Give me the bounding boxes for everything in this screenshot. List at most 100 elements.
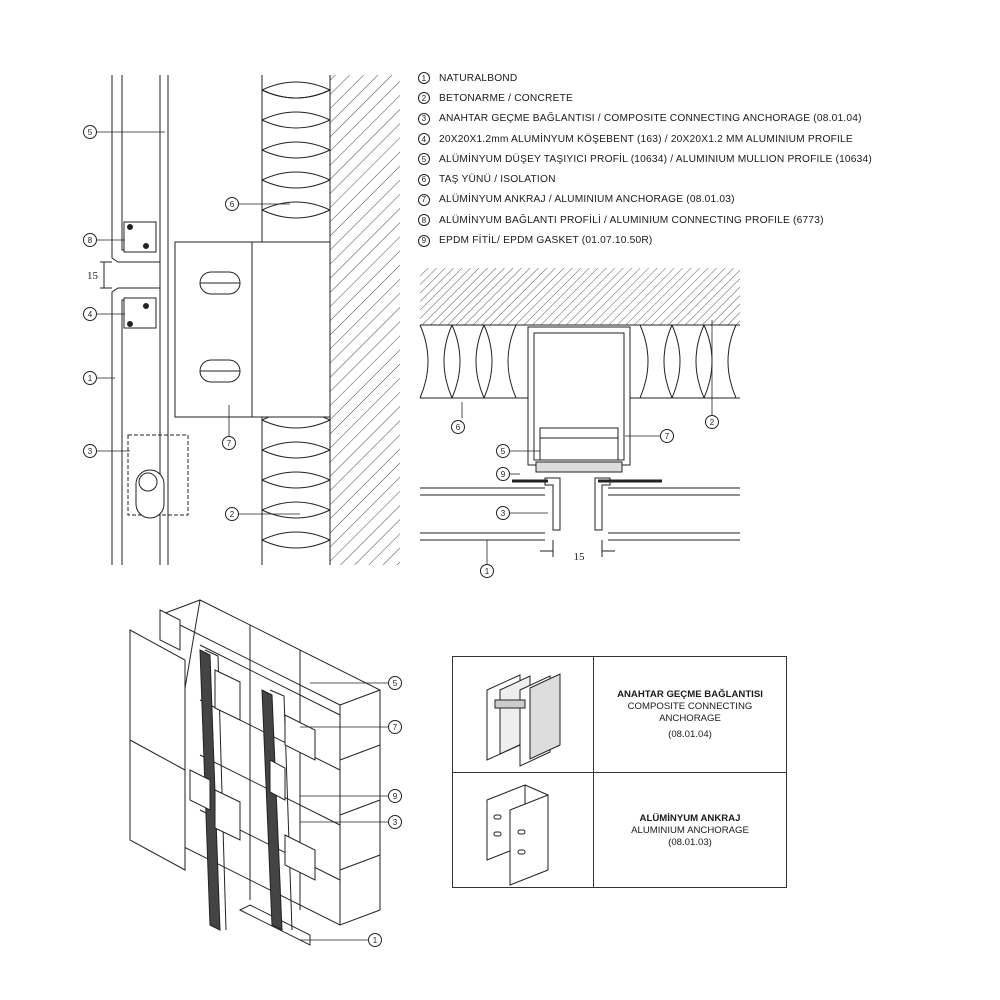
callout-number: 6 — [456, 423, 461, 432]
composite-anchorage-image — [486, 673, 561, 767]
row2-title: ALÜMİNYUM ANKRAJ — [639, 812, 741, 824]
naturalbond-panel-axo — [129, 629, 186, 871]
axonometric-detail — [129, 599, 381, 946]
composite-anchorage-label: ANAHTAR GEÇME BAĞLANTISI COMPOSITE CONNE… — [594, 657, 786, 772]
row1-title: ANAHTAR GEÇME BAĞLANTISI — [617, 688, 763, 700]
callout-number: 7 — [393, 723, 398, 732]
legend-item: 9 EPDM FİTİL/ EPDM GASKET (01.07.10.50R) — [418, 230, 918, 250]
section-callouts — [97, 131, 300, 515]
callout-number: 4 — [88, 310, 93, 319]
aluminium-anchorage-label: ALÜMİNYUM ANKRAJ ALUMINIUM ANCHORAGE (08… — [594, 773, 786, 888]
legend-text: ANAHTAR GEÇME BAĞLANTISI / COMPOSITE CON… — [439, 113, 862, 125]
legend-item: 3 ANAHTAR GEÇME BAĞLANTISI / COMPOSITE CO… — [418, 109, 918, 129]
section-callout-bubbles: 5 8 4 1 3 6 7 2 — [83, 125, 239, 521]
naturalbond-panel-section — [111, 75, 161, 565]
callout-circle — [225, 507, 239, 521]
plan-detail: 15 — [419, 268, 740, 563]
axo-callout-bubbles: 5 7 9 3 1 — [368, 676, 402, 947]
legend-text: ALÜMİNYUM DÜŞEY TAŞIYICI PROFİL (10634) … — [439, 153, 872, 165]
axo-callouts — [300, 682, 388, 941]
callout-circle — [83, 444, 97, 458]
callout-circle — [705, 415, 719, 429]
callout-number: 7 — [665, 432, 670, 441]
legend-item: 1 NATURALBOND — [418, 68, 918, 88]
callout-number: 3 — [88, 447, 93, 456]
callout-number: 2 — [710, 418, 715, 427]
concrete-wall — [330, 75, 400, 565]
callout-number: 9 — [393, 792, 398, 801]
reference-table: ANAHTAR GEÇME BAĞLANTISI COMPOSITE CONNE… — [452, 656, 787, 888]
section-dimension: 15 — [87, 270, 99, 282]
callout-number: 3 — [393, 818, 398, 827]
callout-circle — [660, 429, 674, 443]
row1-code: (08.01.04) — [668, 728, 712, 740]
callout-number: 9 — [501, 470, 506, 479]
legend-text: NATURALBOND — [439, 72, 518, 84]
section-detail: 15 — [87, 75, 400, 565]
legend-number: 7 — [418, 193, 430, 206]
callout-circle — [496, 467, 510, 481]
mullion-profile-plan — [527, 326, 631, 466]
legend-number: 8 — [418, 214, 430, 227]
callout-circle — [222, 436, 236, 450]
row1-line2: ANCHORAGE — [659, 712, 721, 724]
legend-text: BETONARME / CONCRETE — [439, 92, 573, 104]
legend-number: 2 — [418, 92, 430, 105]
legend-text: 20X20X1.2mm ALUMİNYUM KÖŞEBENT (163) / 2… — [439, 133, 853, 145]
legend-number: 9 — [418, 234, 430, 247]
legend-number: 4 — [418, 133, 430, 146]
callout-number: 2 — [230, 510, 235, 519]
legend-text: TAŞ YÜNÜ / ISOLATION — [439, 174, 556, 186]
aluminium-anchorage-image — [486, 784, 549, 886]
table-row: ALÜMİNYUM ANKRAJ ALUMINIUM ANCHORAGE (08… — [453, 773, 786, 888]
legend-item: 8 ALÜMİNYUM BAĞLANTI PROFİLİ / ALUMINIUM … — [418, 210, 918, 230]
callout-number: 8 — [88, 236, 93, 245]
legend: 1 NATURALBOND 2 BETONARME / CONCRETE 3 ANAHTA… — [418, 68, 918, 251]
legend-item: 2 BETONARME / CONCRETE — [418, 88, 918, 108]
callout-circle — [83, 371, 97, 385]
legend-number: 5 — [418, 153, 430, 166]
legend-text: ALÜMİNYUM ANKRAJ / ALUMINIUM ANCHORAGE (… — [439, 194, 735, 206]
callout-circle — [368, 933, 382, 947]
callout-number: 5 — [88, 128, 93, 137]
callout-circle — [225, 197, 239, 211]
legend-number: 3 — [418, 112, 430, 125]
legend-number: 1 — [418, 72, 430, 85]
plan-callouts — [461, 320, 713, 565]
row2-code: (08.01.03) — [668, 836, 712, 848]
plan-dimension: 15 — [574, 551, 586, 563]
callout-circle — [388, 789, 402, 803]
legend-number: 6 — [418, 173, 430, 186]
callout-number: 1 — [373, 936, 378, 945]
callout-number: 1 — [485, 567, 490, 576]
legend-text: ALÜMİNYUM BAĞLANTI PROFİLİ / ALUMINIUM C… — [439, 214, 824, 226]
plan-callout-bubbles: 6 5 9 3 1 7 2 — [451, 415, 719, 578]
legend-item: 4 20X20X1.2mm ALUMİNYUM KÖŞEBENT (163) / … — [418, 129, 918, 149]
callout-circle — [388, 676, 402, 690]
callout-circle — [480, 564, 494, 578]
callout-circle — [388, 720, 402, 734]
legend-item: 6 TAŞ YÜNÜ / ISOLATION — [418, 169, 918, 189]
callout-circle — [83, 307, 97, 321]
callout-circle — [83, 233, 97, 247]
callout-number: 7 — [227, 439, 232, 448]
legend-item: 7 ALÜMİNYUM ANKRAJ / ALUMINIUM ANCHORAGE … — [418, 190, 918, 210]
table-row: ANAHTAR GEÇME BAĞLANTISI COMPOSITE CONNE… — [453, 657, 786, 773]
legend-text: EPDM FİTİL/ EPDM GASKET (01.07.10.50R) — [439, 235, 653, 247]
legend-item: 5 ALÜMİNYUM DÜŞEY TAŞIYICI PROFİL (10634)… — [418, 149, 918, 169]
callout-number: 6 — [230, 200, 235, 209]
mullion-profile-axo — [159, 609, 181, 651]
row2-line1: ALUMINIUM ANCHORAGE — [631, 824, 749, 836]
callout-circle — [496, 506, 510, 520]
callout-number: 5 — [501, 447, 506, 456]
callout-circle — [496, 444, 510, 458]
naturalbond-panel-plan — [420, 487, 740, 541]
callout-number: 1 — [88, 374, 93, 383]
callout-circle — [83, 125, 97, 139]
callout-number: 3 — [501, 509, 506, 518]
callout-number: 5 — [393, 679, 398, 688]
row1-line1: COMPOSITE CONNECTING — [627, 700, 753, 712]
callout-circle — [388, 815, 402, 829]
concrete-plan — [420, 268, 740, 325]
